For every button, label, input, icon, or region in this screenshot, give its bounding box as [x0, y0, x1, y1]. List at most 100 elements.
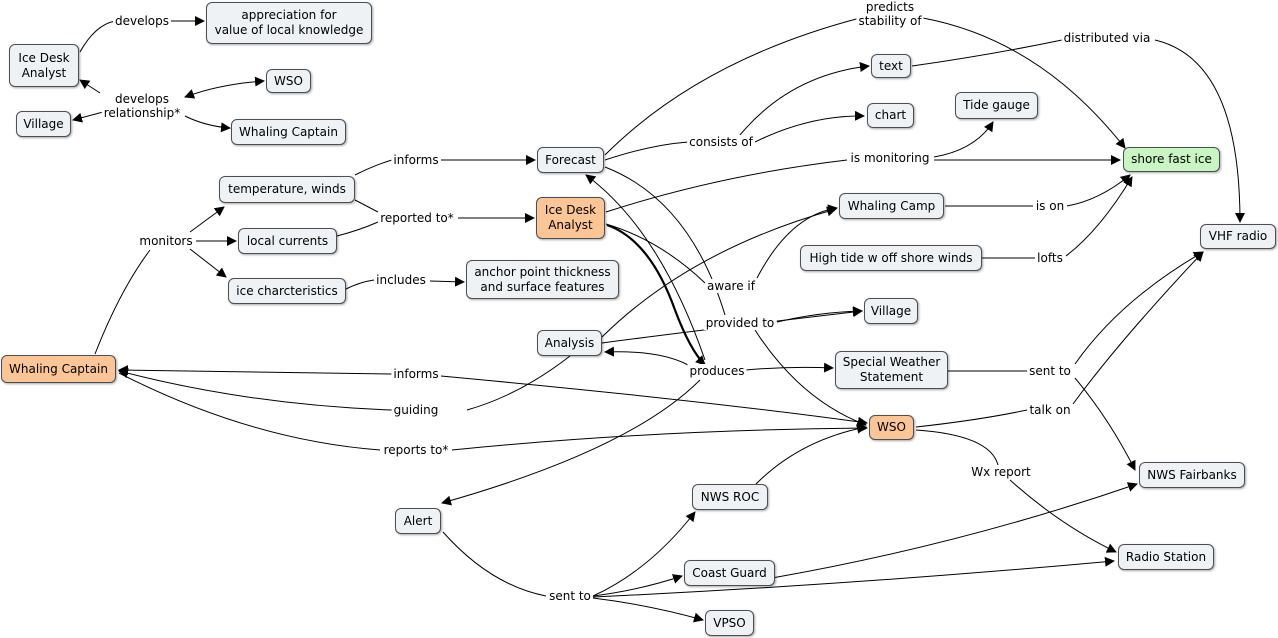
link-consists-chart: [754, 110, 865, 143]
link-produces-alert: [441, 379, 701, 506]
link-produces-special: [745, 362, 834, 373]
node-village-mid[interactable]: Village: [864, 298, 918, 324]
link-predicts-shorefast: [922, 17, 1126, 149]
label-consists-of: consists of: [687, 135, 755, 149]
link-ison-shorefast: [1066, 174, 1131, 207]
link-analyst-monitoring: [605, 159, 848, 213]
link-ice-includes: [345, 279, 375, 290]
node-local-currents[interactable]: local currents: [238, 228, 337, 254]
link-currents-reported: [336, 221, 379, 237]
label-produces: produces: [687, 364, 747, 378]
node-analysis[interactable]: Analysis: [537, 330, 602, 356]
node-temperature-winds[interactable]: temperature, winds: [219, 176, 355, 203]
link-lofts-shorefast: [1065, 176, 1133, 257]
link-analyst-produces-bold: [606, 223, 706, 366]
node-text[interactable]: text: [871, 54, 911, 78]
label-informs-bottom: informs: [391, 367, 441, 381]
label-guiding: guiding: [391, 403, 441, 417]
node-ice-characteristics[interactable]: ice charcteristics: [228, 278, 346, 304]
node-special-weather-statement[interactable]: Special Weather Statement: [835, 351, 948, 389]
node-wso-top[interactable]: WSO: [266, 69, 311, 93]
label-is-monitoring: is monitoring: [848, 151, 932, 165]
node-nws-roc[interactable]: NWS ROC: [692, 484, 768, 510]
link-sentto-vpso: [592, 597, 704, 623]
node-vhf-radio[interactable]: VHF radio: [1200, 224, 1276, 249]
link-informs-captain: [118, 365, 393, 376]
link-informs-wso: [440, 375, 868, 427]
node-whaling-captain-main[interactable]: Whaling Captain: [1, 355, 116, 383]
link-wso-talkon: [915, 409, 1028, 428]
node-radio-station[interactable]: Radio Station: [1118, 544, 1214, 570]
link-monitoring-tide: [933, 121, 994, 158]
link-forecast-predicts: [604, 17, 861, 156]
link-produces-forecast: [585, 174, 706, 361]
link-relationship-wso: [184, 76, 265, 99]
node-shore-fast-ice[interactable]: shore fast ice: [1123, 147, 1220, 172]
label-sent-to-bottom: sent to: [547, 589, 593, 603]
link-sentto-vhf: [1074, 251, 1204, 365]
link-analysis-whalingcamp: [601, 206, 837, 338]
link-includes-anchor: [429, 276, 465, 287]
link-guiding-captain: [118, 368, 393, 411]
link-monitors-ice: [189, 248, 227, 278]
link-relationship-village: [72, 111, 104, 123]
label-monitors: monitors: [137, 234, 195, 248]
link-analyst-relationship: [79, 79, 101, 94]
label-is-on: is on: [1033, 199, 1067, 213]
link-sentto-fairbanks: [1074, 377, 1136, 471]
label-wx-report: Wx report: [969, 465, 1033, 479]
link-wxreport-radio: [1009, 479, 1117, 553]
label-includes: includes: [374, 273, 428, 287]
node-alert[interactable]: Alert: [395, 508, 441, 534]
node-appreciation[interactable]: appreciation for value of local knowledg…: [206, 2, 372, 44]
link-reports-wso: [451, 423, 868, 451]
node-wso-main[interactable]: WSO: [869, 415, 914, 440]
node-ice-desk-analyst-top[interactable]: Ice Desk Analyst: [9, 44, 79, 87]
label-talk-on: talk on: [1027, 403, 1073, 417]
link-text-distributed: [911, 39, 1063, 67]
node-whaling-captain-top[interactable]: Whaling Captain: [231, 119, 346, 145]
link-talkon-vhf: [1072, 251, 1204, 405]
node-tide-gauge[interactable]: Tide gauge: [955, 92, 1038, 119]
link-analyst-awareif: [605, 223, 706, 284]
link-captain-reports: [118, 372, 381, 451]
link-distributed-vhf: [1154, 39, 1245, 223]
label-distributed-via: distributed via: [1061, 31, 1153, 45]
link-temp-informs: [354, 159, 393, 176]
label-aware-if: aware if: [705, 279, 757, 293]
link-coastguard-fairbanks: [771, 482, 1138, 579]
label-informs-top: informs: [391, 153, 441, 167]
link-analyst-develops: [79, 20, 116, 53]
label-sent-to-right: sent to: [1027, 364, 1073, 378]
label-provided-to: provided to: [703, 316, 777, 330]
link-alert-sentto: [442, 531, 547, 597]
node-ice-desk-analyst-mid[interactable]: Ice Desk Analyst: [536, 197, 605, 239]
link-roc-wso: [755, 423, 867, 485]
link-monitors-temp: [189, 206, 225, 233]
link-captain-monitors: [94, 249, 151, 355]
link-consists-text: [739, 62, 870, 136]
node-whaling-camp[interactable]: Whaling Camp: [839, 193, 944, 219]
label-lofts: lofts: [1035, 251, 1065, 265]
link-temp-reported: [354, 199, 379, 213]
link-sentto-coastguard: [592, 574, 683, 597]
node-village-left[interactable]: Village: [16, 111, 71, 137]
node-coast-guard[interactable]: Coast Guard: [684, 560, 775, 586]
link-sentto-radio: [592, 556, 1115, 598]
node-nws-fairbanks[interactable]: NWS Fairbanks: [1139, 462, 1245, 488]
link-provided-wso: [754, 329, 867, 427]
link-analysis-guiding: [466, 355, 571, 411]
node-anchor-point[interactable]: anchor point thickness and surface featu…: [466, 260, 619, 299]
label-develops: develops: [112, 14, 172, 28]
node-high-tide[interactable]: High tide w off shore winds: [800, 245, 982, 271]
node-vpso[interactable]: VPSO: [705, 610, 754, 636]
node-forecast[interactable]: Forecast: [537, 147, 604, 173]
label-develops-relationship: develops relationship*: [101, 92, 183, 120]
label-reported-to: reported to*: [378, 211, 456, 225]
link-wso-wxreport: [915, 429, 999, 466]
link-produces-analysis: [604, 346, 689, 366]
link-sentto-roc: [592, 511, 696, 597]
link-forecast-consists: [604, 141, 689, 161]
node-chart[interactable]: chart: [867, 103, 914, 128]
